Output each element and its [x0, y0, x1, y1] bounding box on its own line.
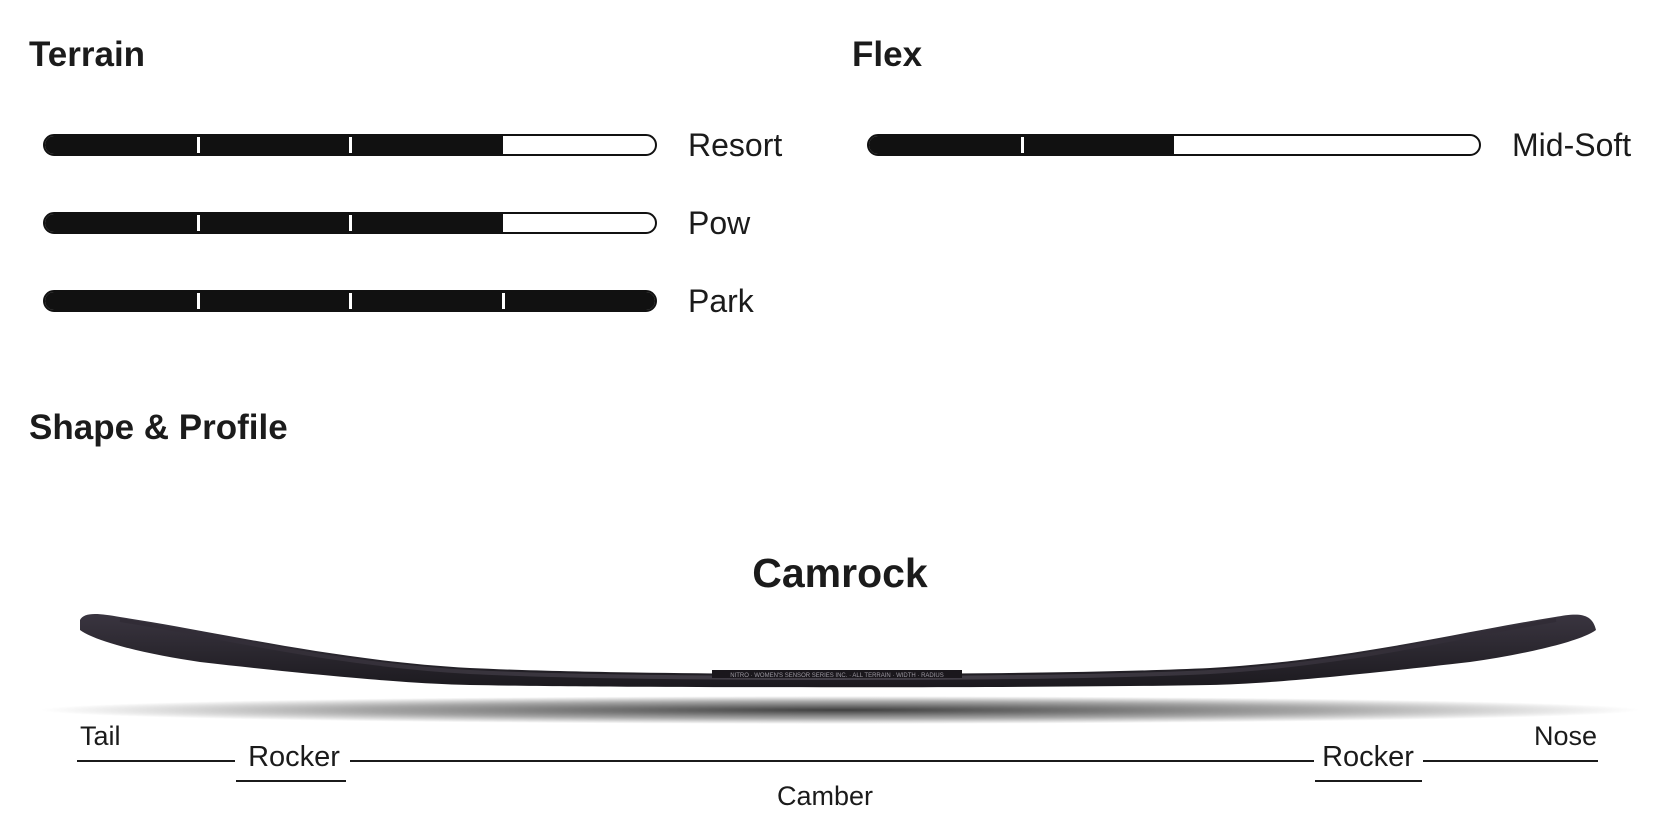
tail-label: Tail — [80, 721, 121, 751]
terrain-pow-row: Pow — [43, 207, 750, 239]
meter-segment-divider — [349, 293, 352, 309]
nose-label: Nose — [1534, 721, 1597, 751]
terrain-pow-meter — [43, 212, 657, 234]
board-base — [80, 613, 1596, 688]
terrain-resort-meter — [43, 134, 657, 156]
meter-segment-divider — [501, 293, 505, 309]
terrain-pow-label: Pow — [688, 205, 751, 241]
terrain-resort-row: Resort — [43, 129, 782, 161]
terrain-park-label: Park — [688, 283, 754, 319]
meter-segment-divider — [349, 215, 352, 231]
meter-fill — [45, 136, 503, 154]
board-print-strip — [712, 670, 962, 678]
meter-segment-divider — [196, 215, 200, 231]
terrain-park-row: Park — [43, 285, 754, 317]
meter-segment-divider — [196, 137, 200, 153]
rocker-right-label: Rocker — [1322, 741, 1414, 773]
terrain-heading: Terrain — [29, 35, 146, 74]
meter-segment-divider — [349, 137, 352, 153]
rocker-left-label: Rocker — [248, 741, 340, 773]
meter-segment-divider — [1020, 137, 1024, 153]
meter-fill — [45, 214, 503, 232]
meter-segment-divider — [196, 293, 200, 309]
profile-name: Camrock — [752, 550, 928, 596]
terrain-park-meter — [43, 290, 657, 312]
flex-row: Mid-Soft — [867, 129, 1631, 161]
flex-meter — [867, 134, 1481, 156]
flex-label: Mid-Soft — [1512, 127, 1632, 163]
camber-label: Camber — [777, 781, 873, 811]
board-print-text: NITRO · WOMEN'S SENSOR SERIES INC. · ALL… — [730, 673, 944, 679]
shape-profile-heading: Shape & Profile — [29, 408, 288, 447]
terrain-resort-label: Resort — [688, 127, 783, 163]
flex-heading: Flex — [852, 35, 923, 74]
board-shadow — [40, 696, 1640, 724]
